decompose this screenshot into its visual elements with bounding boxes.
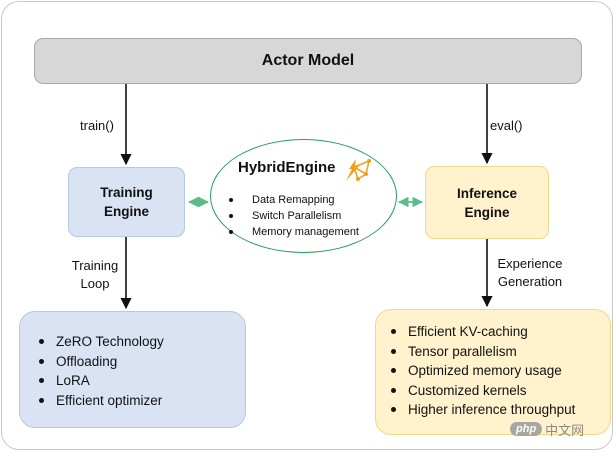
- inference-feature-item: Higher inference throughput: [389, 400, 575, 420]
- inference-features-box: Efficient KV-caching Tensor parallelism …: [375, 309, 611, 435]
- spark-icon: [346, 159, 371, 181]
- training-loop-line2: Loop: [80, 276, 110, 291]
- actor-model-label: Actor Model: [261, 52, 355, 69]
- inference-engine-box: Inference Engine: [425, 166, 549, 239]
- experience-line2: Generation: [497, 274, 563, 289]
- training-engine-line1: Training: [100, 185, 153, 200]
- training-feature-item: Offloading: [37, 352, 164, 372]
- training-features-box: ZeRO Technology Offloading LoRA Efficien…: [19, 311, 246, 428]
- training-engine-line2: Engine: [103, 204, 149, 219]
- training-feature-item: ZeRO Technology: [37, 332, 164, 352]
- training-features-list: ZeRO Technology Offloading LoRA Efficien…: [37, 332, 164, 410]
- training-loop-label: Training Loop: [62, 257, 128, 293]
- hybrid-item: Memory management: [225, 224, 359, 240]
- inference-engine-line1: Inference: [456, 185, 518, 201]
- watermark: php 中文网: [510, 418, 584, 440]
- inference-feature-item: Tensor parallelism: [389, 342, 575, 362]
- inference-feature-item: Customized kernels: [389, 381, 575, 401]
- training-loop-line1: Training: [71, 258, 119, 273]
- train-label: train(): [80, 118, 114, 133]
- watermark-text: 中文网: [545, 422, 585, 438]
- hybrid-feature-list: Data Remapping Switch Parallelism Memory…: [225, 192, 359, 240]
- experience-line1: Experience: [497, 256, 563, 271]
- inference-feature-item: Optimized memory usage: [389, 361, 575, 381]
- hybrid-item: Data Remapping: [225, 192, 359, 208]
- actor-model-box: Actor Model: [34, 38, 582, 84]
- inference-feature-item: Efficient KV-caching: [389, 322, 575, 342]
- eval-label: eval(): [490, 118, 523, 133]
- hybrid-engine-ellipse: [210, 139, 397, 253]
- hybrid-item: Switch Parallelism: [225, 208, 359, 224]
- hybrid-engine-title: HybridEngine: [238, 159, 336, 176]
- training-feature-item: LoRA: [37, 371, 164, 391]
- experience-generation-label: Experience Generation: [488, 255, 572, 291]
- inference-features-list: Efficient KV-caching Tensor parallelism …: [389, 322, 575, 420]
- training-feature-item: Efficient optimizer: [37, 391, 164, 411]
- training-engine-box: Training Engine: [68, 167, 185, 237]
- inference-engine-line2: Engine: [464, 204, 510, 220]
- watermark-badge: php: [510, 422, 543, 436]
